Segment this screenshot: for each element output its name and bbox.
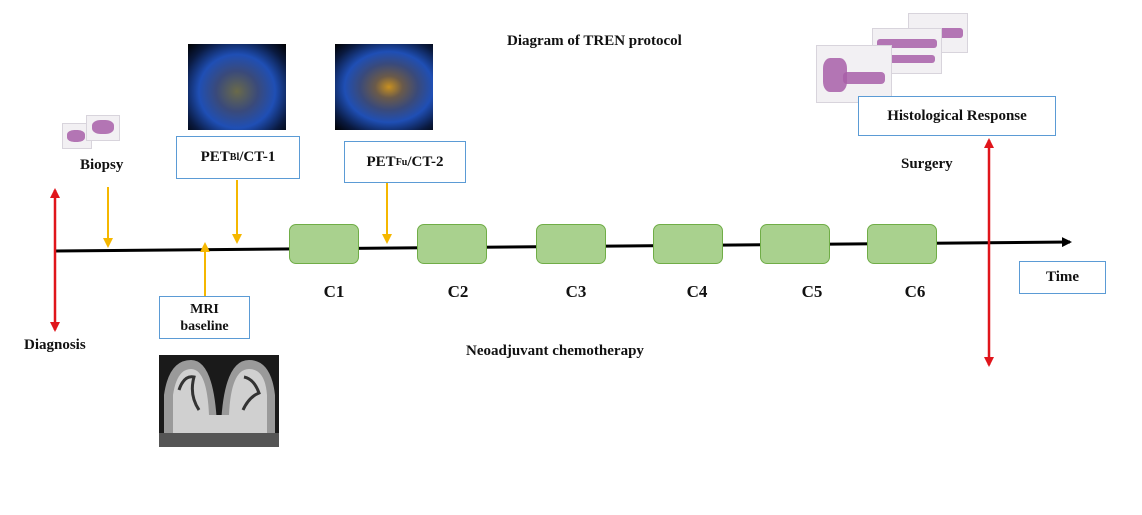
diagram-title: Diagram of TREN protocol <box>507 33 682 49</box>
biopsy-slide-image-2 <box>86 115 120 141</box>
pet-scan-image-2 <box>335 44 433 130</box>
cycle-block-2 <box>417 224 487 264</box>
mri-line2: baseline <box>180 318 229 334</box>
pet2-main: PET <box>366 153 396 170</box>
cycle-label-4: C4 <box>686 282 708 301</box>
cycle-block-3 <box>536 224 606 264</box>
histological-response-box: Histological Response <box>858 96 1056 136</box>
mri-line1: MRI <box>190 301 219 317</box>
cycle-label-6: C6 <box>904 282 926 301</box>
cycle-label-3: C3 <box>565 282 587 301</box>
pet1-main: PET <box>200 149 230 165</box>
cycle-label-2: C2 <box>447 282 469 301</box>
mri-baseline-box: MRI baseline <box>159 296 250 339</box>
cycle-label-5: C5 <box>801 282 823 301</box>
pet1-rest: /CT-1 <box>239 149 276 165</box>
pet1-sub: Bl <box>229 152 240 163</box>
diagnosis-label: Diagnosis <box>24 337 86 353</box>
biopsy-label: Biopsy <box>80 157 124 173</box>
mri-image <box>159 355 279 447</box>
surgery-slide-image-1 <box>816 45 892 103</box>
cycle-block-1 <box>289 224 359 264</box>
time-box: Time <box>1019 261 1106 294</box>
surgery-label: Surgery <box>901 156 953 172</box>
pet-scan-image-1 <box>188 44 286 130</box>
mri-breast-shapes <box>159 360 279 447</box>
pet2-sub: Fu <box>395 156 408 168</box>
cycle-block-4 <box>653 224 723 264</box>
pet2-rest: /CT-2 <box>407 153 444 170</box>
cycle-block-6 <box>867 224 937 264</box>
neoadjuvant-label: Neoadjuvant chemotherapy <box>466 343 644 359</box>
cycle-block-5 <box>760 224 830 264</box>
cycle-label-1: C1 <box>323 282 345 301</box>
